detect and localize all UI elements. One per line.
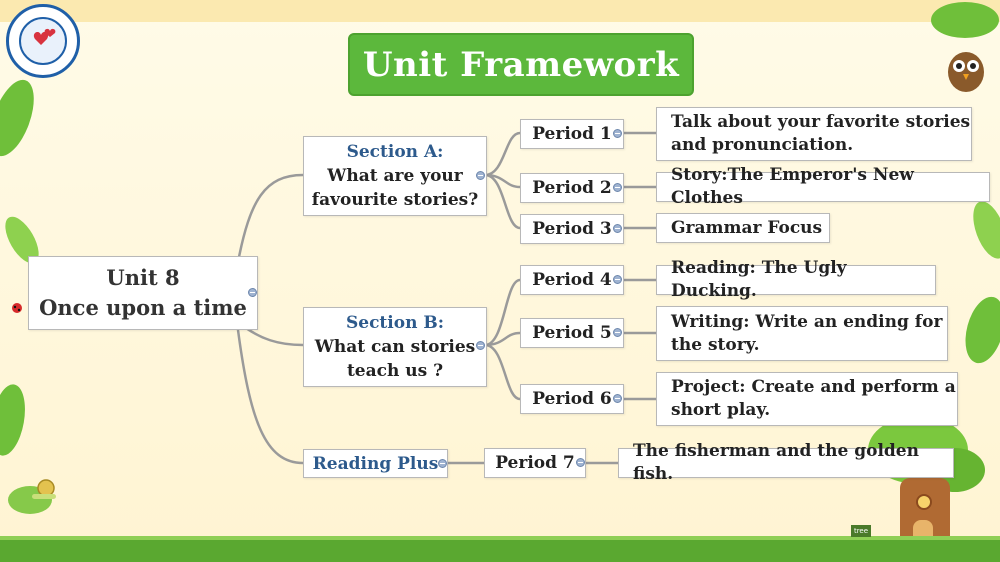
period-3-topic[interactable]: Grammar Focus [656, 213, 830, 243]
period-4-topic[interactable]: Reading: The Ugly Ducking. [656, 258, 936, 301]
period-4-label: Period 4 [532, 270, 612, 290]
link-root-section-a [236, 173, 304, 263]
link-a-p3 [484, 173, 521, 230]
link-root-reading-plus [236, 329, 304, 465]
reading-plus-label: Reading Plus [312, 453, 439, 474]
collapse-period-2-icon[interactable] [613, 183, 622, 192]
tree-sign: tree [851, 525, 871, 537]
period-4-node[interactable]: Period 4 [520, 265, 624, 295]
section-a-heading: Section A: [346, 142, 444, 162]
period-2-topic-line-1: Story:The Emperor's New Clothes [671, 165, 914, 208]
link-b-p4 [484, 278, 521, 347]
leaf-left-top-icon [0, 79, 52, 514]
collapse-reading-plus-icon[interactable] [438, 459, 447, 468]
period-5-topic[interactable]: Writing: Write an ending for the story. [656, 306, 948, 361]
period-1-label: Period 1 [532, 124, 612, 144]
period-3-label: Period 3 [532, 219, 612, 239]
period-5-node[interactable]: Period 5 [520, 318, 624, 348]
period-3-node[interactable]: Period 3 [520, 214, 624, 244]
period-4-topic-line-1: Reading: The Ugly Ducking. [671, 258, 847, 301]
period-7-label: Period 7 [495, 453, 575, 473]
period-1-node[interactable]: Period 1 [520, 119, 624, 149]
period-1-topic[interactable]: Talk about your favorite stories and pro… [656, 107, 972, 161]
owl-icon [948, 52, 984, 92]
top-border [0, 0, 1000, 22]
period-6-node[interactable]: Period 6 [520, 384, 624, 414]
collapse-period-6-icon[interactable] [613, 394, 622, 403]
section-b-node[interactable]: Section B: What can stories teach us ? [303, 307, 487, 387]
collapse-root-icon[interactable] [248, 288, 257, 297]
leaf-right-icon [931, 2, 1000, 364]
root-line-1: Unit 8 [106, 265, 180, 290]
period-2-node[interactable]: Period 2 [520, 173, 624, 203]
ladybug-icon [12, 303, 22, 313]
period-5-topic-line-1: Writing: Write an ending for [671, 311, 943, 332]
period-3-topic-line-1: Grammar Focus [671, 217, 823, 238]
collapse-section-a-icon[interactable] [476, 171, 485, 180]
period-1-topic-line-1: Talk about your favorite stories [671, 112, 971, 132]
period-7-topic[interactable]: The fisherman and the golden fish. [618, 441, 954, 484]
collapse-period-7-icon[interactable] [576, 458, 585, 467]
period-6-topic-line-2: short play. [671, 400, 771, 420]
section-a-node[interactable]: Section A: What are your favourite stori… [303, 136, 487, 216]
period-7-topic-line-1: The fisherman and the golden fish. [633, 441, 919, 484]
bottom-grass [0, 536, 1000, 562]
period-6-label: Period 6 [532, 389, 612, 409]
section-b-line-2: teach us ? [346, 361, 444, 381]
period-2-label: Period 2 [532, 178, 612, 198]
period-5-topic-line-2: the story. [671, 334, 760, 355]
period-6-topic-line-1: Project: Create and perform a [671, 377, 956, 397]
section-b-line-1: What can stories [314, 337, 476, 357]
collapse-period-4-icon[interactable] [613, 275, 622, 284]
link-b-p6 [484, 343, 521, 401]
reading-plus-node[interactable]: Reading Plus [303, 449, 448, 478]
collapse-period-1-icon[interactable] [613, 129, 622, 138]
period-7-node[interactable]: Period 7 [484, 448, 586, 478]
collapse-period-5-icon[interactable] [613, 328, 622, 337]
root-node[interactable]: Unit 8 Once upon a time [28, 256, 258, 330]
collapse-section-b-icon[interactable] [476, 341, 485, 350]
link-a-p1 [484, 131, 521, 177]
section-a-line-2: favourite stories? [311, 190, 479, 210]
snail-icon [32, 479, 56, 499]
page-title: Unit Framework [348, 33, 694, 96]
period-2-topic[interactable]: Story:The Emperor's New Clothes [656, 165, 990, 208]
section-a-line-1: What are your [327, 166, 463, 186]
period-5-label: Period 5 [532, 323, 612, 343]
collapse-period-3-icon[interactable] [613, 224, 622, 233]
heart-emblem-icon [19, 17, 67, 65]
root-line-2: Once upon a time [39, 295, 247, 320]
school-logo-icon [6, 4, 80, 78]
section-b-heading: Section B: [345, 313, 444, 333]
period-6-topic[interactable]: Project: Create and perform a short play… [656, 372, 958, 426]
period-1-topic-line-2: and pronunciation. [671, 135, 854, 155]
